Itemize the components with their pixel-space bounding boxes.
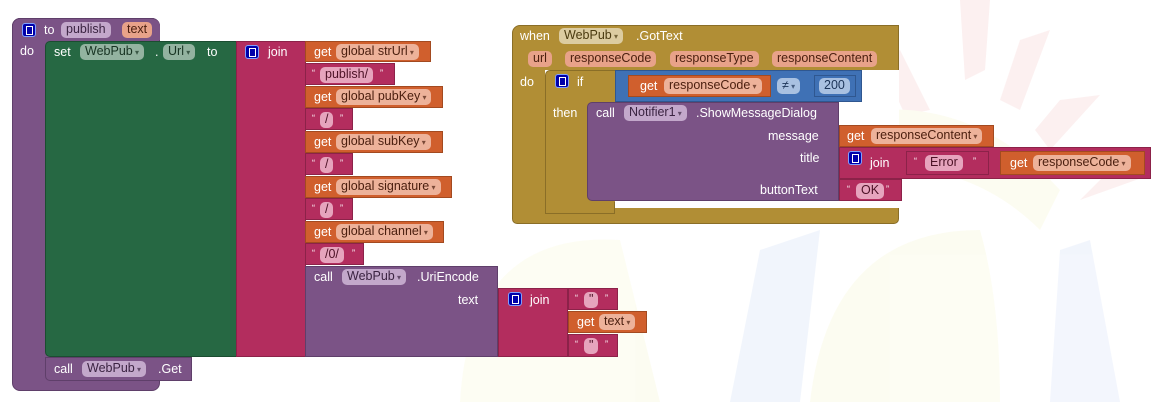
var-dropdown[interactable]: global channel: [336, 224, 433, 240]
quote-close: ”: [352, 248, 355, 258]
var-dropdown[interactable]: global strUrl: [336, 44, 419, 60]
set-property-dropdown[interactable]: Url: [163, 44, 196, 60]
event-param-responsetype[interactable]: responseType: [670, 51, 759, 67]
keyword-get: get: [1010, 156, 1028, 170]
quote-open: “: [312, 68, 315, 78]
quote-open: “: [312, 248, 315, 258]
event-component-dropdown[interactable]: WebPub: [559, 28, 623, 44]
event-param-responsecode[interactable]: responseCode: [565, 51, 657, 67]
number-value[interactable]: 200: [819, 78, 850, 94]
keyword-get: get: [640, 79, 658, 93]
arg-label-title: title: [800, 151, 820, 165]
uriencode-component-dropdown[interactable]: WebPub: [342, 269, 406, 285]
var-dropdown[interactable]: global signature: [336, 179, 441, 195]
keyword-set: set: [54, 45, 71, 59]
dot-separator: .: [155, 45, 159, 59]
set-url-block[interactable]: [45, 41, 237, 357]
method-name: .ShowMessageDialog: [696, 106, 817, 120]
text-value[interactable]: OK: [856, 183, 885, 199]
notifier-component-dropdown[interactable]: Notifier1: [624, 105, 687, 121]
quote-close: ”: [340, 158, 343, 168]
keyword-then: then: [553, 106, 578, 120]
set-component-dropdown[interactable]: WebPub: [80, 44, 144, 60]
keyword-do: do: [520, 75, 534, 89]
quote-close: ”: [605, 293, 608, 303]
if-block-bottom: [545, 202, 615, 214]
text-value[interactable]: ": [584, 292, 599, 308]
var-dropdown[interactable]: responseCode: [664, 78, 762, 94]
quote-open: “: [914, 156, 917, 166]
text-value[interactable]: Error: [925, 155, 963, 171]
keyword-get: get: [577, 315, 595, 329]
keyword-to: to: [44, 23, 55, 37]
keyword-get: get: [314, 225, 332, 239]
event-param-url[interactable]: url: [528, 51, 552, 67]
arg-label-message: message: [768, 129, 819, 143]
text-value[interactable]: publish/: [320, 67, 374, 83]
quote-close: ”: [973, 156, 976, 166]
text-value[interactable]: /: [320, 157, 334, 173]
keyword-get: get: [314, 135, 332, 149]
mutator-gear-icon[interactable]: [848, 151, 862, 165]
quote-close: ”: [886, 184, 889, 194]
keyword-get: get: [847, 129, 865, 143]
method-name: .UriEncode: [417, 270, 479, 284]
join-label: join: [870, 156, 890, 170]
quote-open: “: [575, 339, 578, 349]
method-name: .Get: [158, 362, 182, 376]
quote-open: “: [312, 113, 315, 123]
mutator-gear-icon[interactable]: [22, 23, 36, 37]
join-label: join: [268, 45, 288, 59]
keyword-get: get: [314, 45, 332, 59]
operator-dropdown[interactable]: ≠: [777, 78, 801, 94]
keyword-to: to: [207, 45, 218, 59]
quote-close: ”: [605, 339, 608, 349]
var-dropdown[interactable]: responseCode: [1033, 155, 1131, 171]
mutator-gear-icon[interactable]: [508, 292, 522, 306]
quote-close: ”: [340, 113, 343, 123]
var-dropdown[interactable]: global pubKey: [336, 89, 432, 105]
quote-open: “: [312, 158, 315, 168]
procedure-param-text[interactable]: text: [122, 22, 153, 38]
keyword-if: if: [577, 75, 584, 89]
keyword-do: do: [20, 44, 34, 58]
event-name: .GotText: [636, 29, 683, 43]
var-dropdown[interactable]: responseContent: [871, 128, 983, 144]
var-dropdown[interactable]: text: [599, 314, 636, 330]
keyword-call: call: [314, 270, 333, 284]
procedure-name-field[interactable]: publish: [61, 22, 111, 38]
var-dropdown[interactable]: global subKey: [336, 134, 431, 150]
quote-open: “: [575, 293, 578, 303]
keyword-get: get: [314, 180, 332, 194]
join-block[interactable]: [236, 41, 306, 357]
mutator-gear-icon[interactable]: [245, 45, 259, 59]
event-param-responsecontent[interactable]: responseContent: [772, 51, 878, 67]
text-value[interactable]: /: [320, 112, 334, 128]
keyword-get: get: [314, 90, 332, 104]
text-value[interactable]: /: [320, 202, 334, 218]
mutator-gear-icon[interactable]: [555, 74, 569, 88]
arg-label-text: text: [458, 293, 479, 307]
keyword-call: call: [596, 106, 615, 120]
quote-open: “: [847, 184, 850, 194]
join-label: join: [530, 293, 550, 307]
quote-open: “: [312, 203, 315, 213]
arg-label-buttontext: buttonText: [760, 183, 818, 197]
get-component-dropdown[interactable]: WebPub: [82, 361, 146, 377]
keyword-call: call: [54, 362, 73, 376]
text-value[interactable]: ": [584, 338, 599, 354]
quote-close: ”: [340, 203, 343, 213]
quote-close: ”: [380, 68, 383, 78]
showmessagedialog-call-block[interactable]: [587, 102, 839, 201]
keyword-when: when: [520, 29, 550, 43]
text-value[interactable]: /0/: [320, 247, 344, 263]
